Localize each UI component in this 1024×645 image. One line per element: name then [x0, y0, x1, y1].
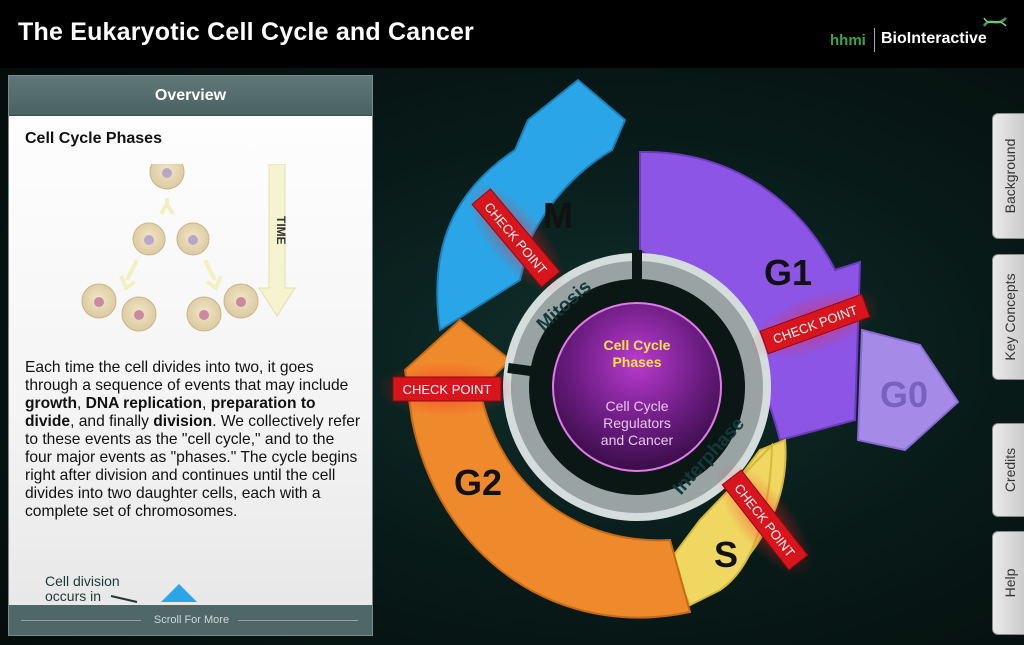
- checkpoint-g1[interactable]: CHECK POINT: [740, 274, 891, 375]
- body-bold-division: division: [153, 413, 213, 430]
- tab-label: Help: [1002, 568, 1018, 598]
- center-title-line-1: Cell Cycle: [604, 337, 671, 353]
- tab-help[interactable]: Help: [992, 531, 1024, 635]
- scroll-for-more-bar[interactable]: Scroll For More: [9, 605, 372, 635]
- hhmi-logo-text: hhmi: [830, 32, 866, 49]
- scroll-label: Scroll For More: [153, 614, 230, 626]
- tab-key-concepts[interactable]: Key Concepts: [992, 254, 1024, 380]
- body-text: ,: [202, 395, 211, 412]
- overview-panel: Overview Cell Cycle Phases: [8, 75, 373, 636]
- tab-label: Credits: [1002, 447, 1018, 493]
- arrow-right-icon: [203, 259, 223, 292]
- app-title: The Eukaryotic Cell Cycle and Cancer: [18, 18, 474, 46]
- ring-divider-left: [507, 363, 539, 377]
- phase-m-segment[interactable]: [436, 78, 627, 332]
- cell-3b: [121, 296, 157, 332]
- phase-g0-label: G0: [880, 374, 928, 415]
- checkpoint-label: CHECK POINT: [403, 382, 492, 397]
- cell-2a: [132, 222, 166, 256]
- body-text: . We collectively refer to these events …: [25, 413, 361, 520]
- body-text: , and finally: [70, 413, 154, 430]
- division-figure: [110, 584, 197, 603]
- cell-cycle-diagram: Cell Cycle Phases Cell Cycle Regulators …: [380, 78, 960, 619]
- body-text: ,: [76, 395, 86, 412]
- body-bold-growth: growth: [25, 395, 77, 412]
- arrow-left-icon: [119, 259, 139, 292]
- tab-background[interactable]: Background: [992, 113, 1024, 239]
- center-sub-line-2: Regulators: [603, 415, 671, 431]
- body-bold-preparation: preparation to divide: [25, 395, 316, 430]
- panel-subtitle: Cell Cycle Phases: [25, 130, 162, 147]
- arrow-down-icon: [159, 198, 175, 216]
- cell-1: [149, 164, 185, 190]
- header-bar: The Eukaryotic Cell Cycle and Cancer hhm…: [0, 0, 1024, 68]
- tab-label: Key Concepts: [1002, 273, 1018, 361]
- cell-3d: [223, 283, 259, 319]
- time-label: TIME: [274, 216, 288, 245]
- center-button[interactable]: [552, 302, 722, 472]
- body-bold-dna-replication: DNA replication: [85, 395, 203, 412]
- scroll-line-left: [21, 620, 141, 621]
- panel-title: Overview: [9, 76, 372, 116]
- checkpoint-s[interactable]: CHECK POINT: [700, 448, 830, 593]
- tab-credits[interactable]: Credits: [992, 423, 1024, 517]
- division-label-line-2: occurs in: [45, 588, 102, 604]
- cell-3a: [81, 283, 117, 319]
- center-sub-line-3: and Cancer: [601, 432, 674, 448]
- cell-3c: [186, 296, 222, 332]
- center-title-line-2: Phases: [612, 354, 661, 370]
- body-text: Each time the cell divides into two, it …: [25, 359, 349, 394]
- cell-division-time-figure: TIME: [81, 164, 296, 332]
- phase-g0-segment[interactable]: [856, 328, 960, 452]
- division-label-line-1: Cell division: [45, 573, 120, 589]
- phase-m-label: M: [543, 195, 573, 236]
- biointeractive-brand[interactable]: hhmi BioInteractive: [830, 14, 1010, 54]
- phase-g2-label: G2: [454, 462, 502, 503]
- scroll-line-right: [238, 620, 358, 621]
- time-arrow-icon: [258, 164, 296, 317]
- dna-logo-icon: [982, 17, 1007, 27]
- phase-g1-label: G1: [764, 252, 812, 293]
- cell-division-label: Cell division occurs in: [45, 574, 120, 604]
- tab-label: Background: [1002, 138, 1018, 214]
- cell-2b: [176, 222, 210, 256]
- checkpoint-g2[interactable]: CHECK POINT: [380, 361, 517, 417]
- phase-s-label: S: [714, 534, 738, 575]
- brand-divider: [874, 28, 875, 52]
- panel-body-text: Each time the cell divides into two, it …: [25, 359, 365, 521]
- center-sub-line-1: Cell Cycle: [605, 398, 668, 414]
- brand-name: BioInteractive: [881, 30, 987, 47]
